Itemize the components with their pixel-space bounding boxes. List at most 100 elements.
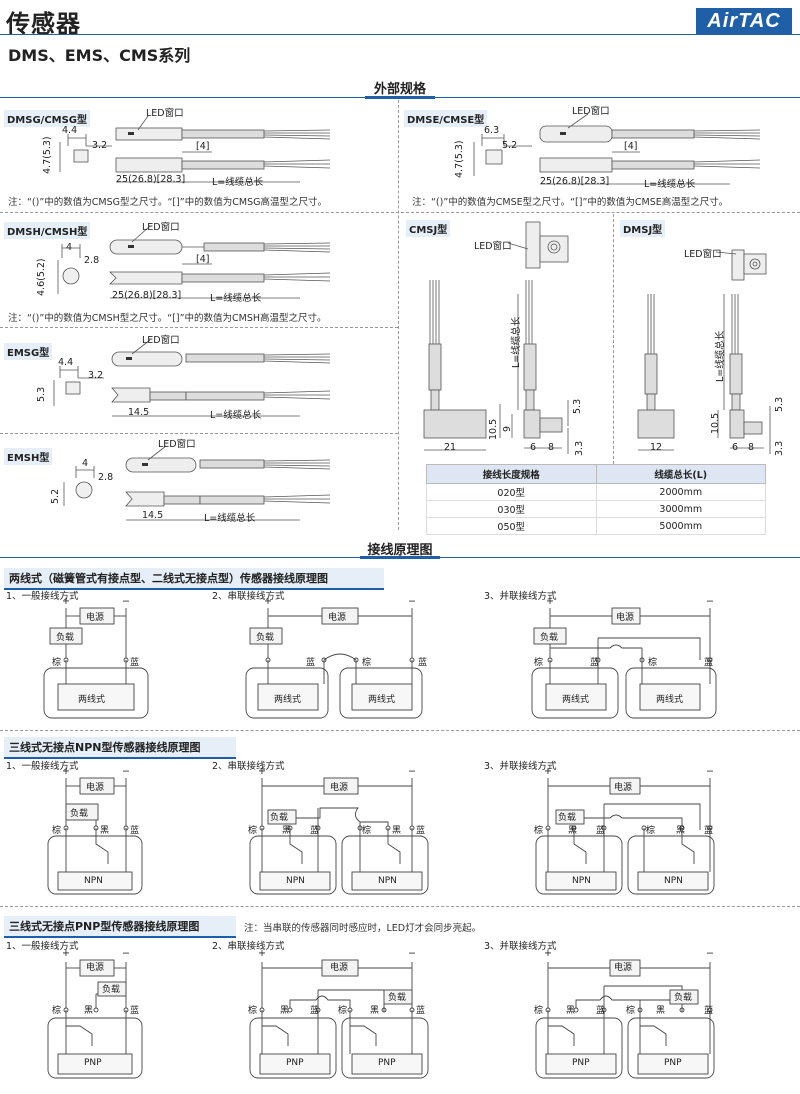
- dmsg-dim-5: 25(26.8)[28.3]: [116, 174, 186, 185]
- dmse-drawing: [473, 113, 761, 185]
- npn1-box: NPN: [84, 876, 103, 886]
- npn3-brown-a: 棕: [534, 826, 544, 836]
- tw2-blue-a: 蓝: [306, 658, 316, 668]
- spec-divider-v2: [613, 214, 614, 464]
- npn-mode-3: 3、并联接线方式: [484, 761, 557, 772]
- npn1-minus: −: [122, 766, 130, 777]
- two-wire-mode-1: 1、一般接线方式: [6, 591, 79, 602]
- pnp2-box-b: PNP: [378, 1058, 396, 1068]
- emsh-dim-1: 4: [82, 458, 89, 469]
- dmsh-dim-3: 4.6(5.2): [36, 258, 47, 296]
- tw1-minus: −: [122, 596, 130, 607]
- emsg-wire-label: L=线缆总长: [210, 410, 262, 421]
- cmsj-dim-h3: 5.3: [572, 398, 583, 414]
- wiring-divider-1: [0, 730, 800, 731]
- wiring-divider-2: [0, 906, 800, 907]
- tw1-brown: 棕: [52, 658, 62, 668]
- pnp3-black-b: 黑: [656, 1006, 666, 1016]
- tw2-load: 负载: [256, 633, 275, 643]
- dmsj-dim-w: 12: [650, 442, 663, 453]
- cmsj-led-label: LED窗口: [474, 241, 512, 252]
- pnp2-load: 负载: [388, 993, 407, 1003]
- emsg-dim-5: 14.5: [128, 407, 150, 418]
- npn2-power: 电源: [330, 783, 349, 793]
- pnp2-brown-b: 棕: [338, 1006, 348, 1016]
- emsh-dim-5: 14.5: [142, 510, 164, 521]
- pnp3-box-b: PNP: [664, 1058, 682, 1068]
- dmsg-led-label: LED窗口: [146, 108, 184, 119]
- dmse-dim-2: 5.2: [502, 140, 518, 151]
- npn3-load: 负载: [558, 813, 577, 823]
- pnp1-black: 黑: [84, 1006, 94, 1016]
- table-cell: 2000mm: [595, 483, 766, 501]
- airtac-logo: AirTAC: [696, 8, 792, 34]
- tw2-blue-b: 蓝: [418, 658, 428, 668]
- dmsh-note: 注：“()”中的数值为CMSH型之尺寸。“[]”中的数值为CMSH高温型之尺寸。: [8, 313, 327, 324]
- dmsj-dim-h2: 5.3: [774, 396, 785, 412]
- dmsg-dim-4: [4]: [196, 141, 210, 152]
- tw2-plus: +: [264, 596, 272, 607]
- wiring-section-title: 接线原理图: [367, 543, 433, 558]
- dmsh-label: DMSH/CMSH型: [4, 222, 91, 239]
- dmse-dim-3: 4.7(5.3): [454, 140, 465, 178]
- dmsg-label: DMSG/CMSG型: [4, 110, 91, 127]
- dmsh-dim-5: 25(26.8)[28.3]: [112, 290, 182, 301]
- tw1-power: 电源: [86, 613, 105, 623]
- dmse-dim-5: 25(26.8)[28.3]: [540, 176, 610, 187]
- emsh-dim-3: 5.2: [50, 488, 61, 504]
- dmse-wire-label: L=线缆总长: [644, 179, 696, 190]
- dmsg-note: 注：“()”中的数值为CMSG型之尺寸。“[]”中的数值为CMSG高温型之尺寸。: [8, 197, 327, 208]
- pnp-mode-1: 1、一般接线方式: [6, 941, 79, 952]
- dmsj-drawing: [637, 249, 771, 454]
- dmsg-dim-2: 3.2: [92, 140, 108, 151]
- npn-title: 三线式无接点NPN型传感器接线原理图: [4, 737, 236, 759]
- dmsj-label: DMSJ型: [620, 220, 666, 237]
- pnp-mode-3: 3、并联接线方式: [484, 941, 557, 952]
- page-subtitle: DMS、EMS、CMS系列: [8, 46, 191, 65]
- pnp3-minus: −: [706, 948, 714, 959]
- dmsj-dim-b1: 6: [732, 442, 739, 453]
- npn2-brown-a: 棕: [248, 826, 258, 836]
- tw2-box-a: 两线式: [274, 695, 302, 705]
- pnp2-black-a: 黑: [280, 1006, 290, 1016]
- spec-divider-h2: [0, 327, 398, 328]
- emsh-led-label: LED窗口: [158, 439, 196, 450]
- emsh-wire-label: L=线缆总长: [204, 513, 256, 524]
- dmsh-led-label: LED窗口: [142, 222, 180, 233]
- dmsh-wire-label: L=线缆总长: [210, 293, 262, 304]
- dmse-led-label: LED窗口: [572, 106, 610, 117]
- pnp1-box: PNP: [84, 1058, 102, 1068]
- npn2-blue-a: 蓝: [310, 826, 320, 836]
- two-wire-title: 两线式（磁簧管式有接点型、二线式无接点型）传感器接线原理图: [4, 568, 384, 590]
- tw1-load: 负载: [56, 633, 75, 643]
- pnp-mode-2: 2、串联接线方式: [212, 941, 285, 952]
- pnp2-power: 电源: [330, 963, 349, 973]
- npn1-brown: 棕: [52, 826, 62, 836]
- cmsj-drawing: [423, 221, 569, 454]
- table-cell: 020型: [426, 483, 597, 501]
- npn2-box-a: NPN: [286, 876, 305, 886]
- pnp3-brown-b: 棕: [626, 1006, 636, 1016]
- spec-section-title: 外部规格: [373, 82, 426, 97]
- npn1-power: 电源: [86, 783, 105, 793]
- pnp1-blue: 蓝: [130, 1006, 140, 1016]
- pnp2-brown-a: 棕: [248, 1006, 258, 1016]
- table-cell: 5000mm: [595, 517, 766, 535]
- cmsj-dim-w: 21: [444, 442, 457, 453]
- npn3-blue-b: 蓝: [704, 826, 714, 836]
- tw3-brown-b: 棕: [648, 658, 658, 668]
- pnp3-blue-a: 蓝: [596, 1006, 606, 1016]
- header-rule: [0, 34, 800, 35]
- pnp3-blue-b: 蓝: [704, 1006, 714, 1016]
- pnp3-brown-a: 棕: [534, 1006, 544, 1016]
- npn2-black-b: 黑: [392, 826, 402, 836]
- two-wire-diagram: [43, 607, 717, 719]
- tw2-brown-b: 棕: [362, 658, 372, 668]
- npn3-black-a: 黑: [568, 826, 578, 836]
- tw2-power: 电源: [328, 613, 347, 623]
- dmsh-drawing: [57, 225, 331, 299]
- pnp2-box-a: PNP: [286, 1058, 304, 1068]
- npn2-black-a: 黑: [282, 826, 292, 836]
- pnp-title: 三线式无接点PNP型传感器接线原理图: [4, 916, 236, 938]
